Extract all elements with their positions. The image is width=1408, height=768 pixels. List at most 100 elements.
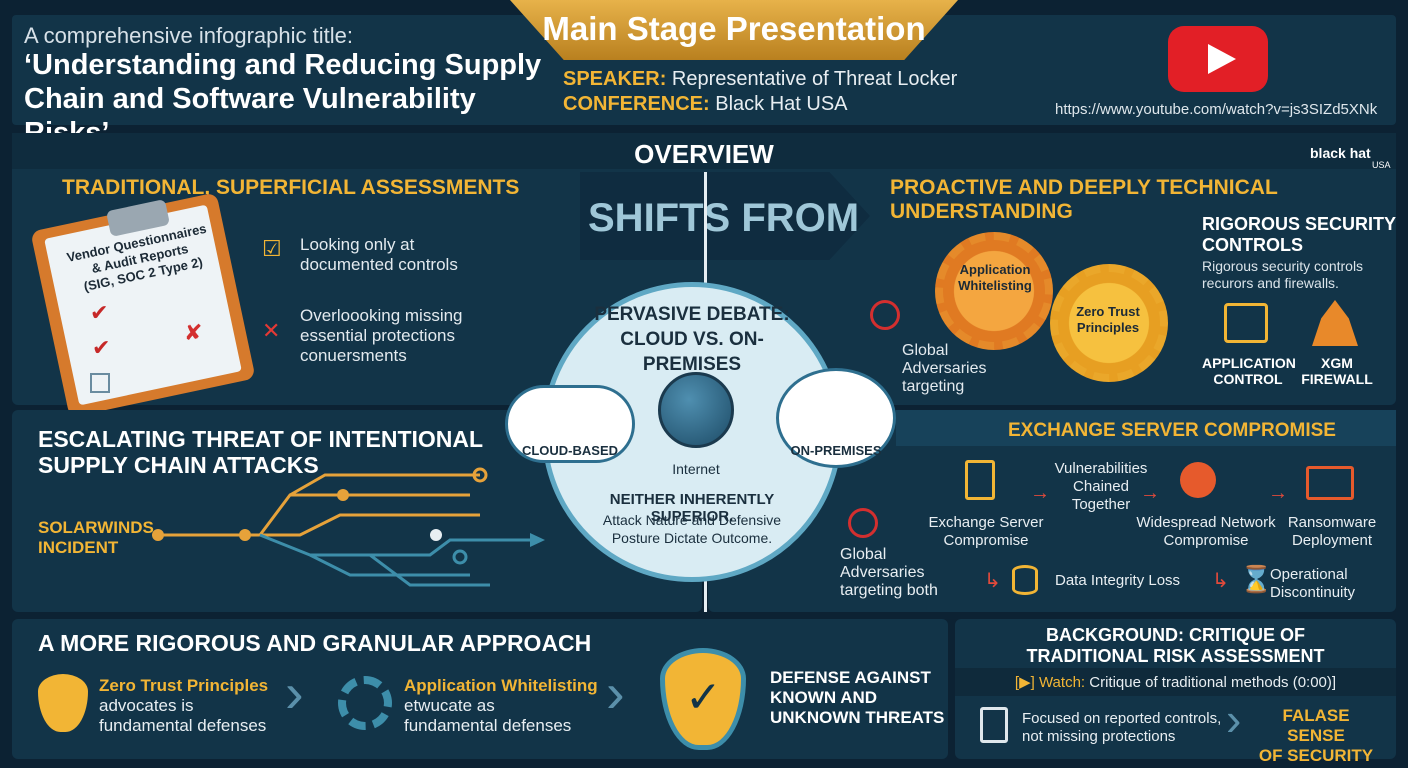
exchange-band xyxy=(896,410,1396,446)
main-title-line1: ‘Understanding and Reducing Supply xyxy=(24,49,542,81)
item2-line3: conuersments xyxy=(300,346,407,365)
controls-heading: RIGOROUS SECURITY CONTROLS xyxy=(1202,214,1396,256)
node1-line2: Compromise xyxy=(943,532,1029,549)
controls-h1: RIGOROUS SECURITY xyxy=(1202,214,1397,234)
node1-line1: Exchange Server xyxy=(928,514,1044,531)
node4-line2: Deployment xyxy=(1291,532,1373,549)
debate-line1: PERVASIVE DEBATE: xyxy=(594,304,790,325)
arrow-icon: ↳ xyxy=(984,570,1001,592)
adv-line3: targeting xyxy=(902,378,965,395)
xgm-firewall-label: XGM FIREWALL xyxy=(1300,355,1374,387)
stage-title: Main Stage Presentation xyxy=(542,10,926,47)
gear-icon xyxy=(935,232,1053,350)
threat-heading-line2: SUPPLY CHAIN ATTACKS xyxy=(38,452,319,478)
outcome-line1: Attack Nature and Defensive xyxy=(602,512,782,528)
controls-desc2: recurors and firewalls. xyxy=(1202,275,1339,291)
gear1-label: Application Whitelisting xyxy=(955,262,1035,294)
bg-heading-line1: BACKGROUND: CRITIQUE OF xyxy=(1046,625,1305,645)
speaker-row: SPEAKER: Representative of Threat Locker xyxy=(563,68,957,91)
item1-line1: Looking only at xyxy=(300,235,415,254)
video-url-link[interactable]: https://www.youtube.com/watch?v=js3SIZd5… xyxy=(1055,101,1378,118)
subtitle: A comprehensive infographic title: xyxy=(24,23,353,48)
item1-line2: documented controls xyxy=(300,255,458,274)
gear-lock-icon xyxy=(338,676,392,730)
on-premises-label: ON-PREMISES xyxy=(790,443,882,458)
arrow-icon: ↳ xyxy=(1212,570,1229,592)
adv2-line1: Global xyxy=(840,546,887,563)
adversaries-both-label: Global Adversaries targeting both xyxy=(840,546,938,600)
defense-line1: DEFENSE AGAINST xyxy=(770,668,931,687)
false-sense-text: FALASE SENSE OF SECURITY xyxy=(1258,706,1374,766)
watch-link[interactable]: [▶] Watch: Critique of traditional metho… xyxy=(955,673,1396,691)
proactive-heading: PROACTIVE AND DEEPLY TECHNICAL UNDERSTAN… xyxy=(890,176,1278,223)
supply-chain-network-diagram xyxy=(152,467,545,587)
whitelisting-line2: fundamental defenses xyxy=(404,716,572,735)
conference-row: CONFERENCE: Black Hat USA xyxy=(563,93,848,116)
adv2-line3: targeting both xyxy=(840,582,938,599)
exchange-node-4: Ransomware Deployment xyxy=(1284,514,1380,550)
appctl-line1: APPLICATION xyxy=(1202,355,1296,371)
checklist-icon xyxy=(980,707,1008,743)
gear1-line2: Whitelisting xyxy=(958,278,1032,293)
play-icon xyxy=(1208,44,1236,74)
node6-line1: Operational xyxy=(1270,566,1348,583)
zero-trust-line1: advocates is xyxy=(99,696,194,715)
solarwinds-label: SOLARWINDS INCIDENT xyxy=(38,518,154,558)
check-icon: ✔ xyxy=(92,335,111,360)
defense-line3: UNKNOWN THREATS xyxy=(770,708,945,727)
gear-icon xyxy=(1050,264,1168,382)
neither-superior-text: NEITHER INHERENTLY SUPERIOR. xyxy=(609,491,775,525)
supply-chain-heading: ESCALATING THREAT OF INTENTIONAL SUPPLY … xyxy=(38,426,483,478)
shift-arrow xyxy=(580,172,870,260)
false-line1: FALASE SENSE xyxy=(1282,706,1350,745)
target-icon xyxy=(870,300,900,330)
outcome-text: Attack Nature and Defensive Posture Dict… xyxy=(588,511,796,547)
exchange-node-6: Operational Discontinuity xyxy=(1270,566,1355,602)
network-node-icon xyxy=(1180,462,1216,498)
outcome-line2: Posture Dictate Outcome. xyxy=(611,530,773,546)
exchange-node-2: Vulnerabilities Chained Together xyxy=(1050,460,1152,514)
watch-value: Critique of traditional methods (0:00)] xyxy=(1089,674,1337,691)
focus-line2: not missing protections xyxy=(1022,728,1176,745)
debate-line2: CLOUD VS. ON-PREMISES xyxy=(620,329,764,375)
overview-band xyxy=(12,133,1396,169)
checkmark-icon: ✓ xyxy=(685,673,722,722)
defense-text: DEFENSE AGAINST KNOWN AND UNKNOWN THREAT… xyxy=(770,668,944,728)
gear2-label: Zero Trust Principles xyxy=(1068,304,1148,336)
defense-line2: KNOWN AND xyxy=(770,688,878,707)
controls-h2: CONTROLS xyxy=(1202,235,1303,255)
speaker-value: Representative of Threat Locker xyxy=(671,68,958,90)
conference-value: Black Hat USA xyxy=(715,93,848,115)
server-icon xyxy=(965,460,995,500)
x-icon: ✕ xyxy=(262,318,281,343)
node2-line1: Vulnerabilities xyxy=(1054,460,1148,477)
hourglass-icon: ⌛ xyxy=(1240,564,1273,594)
zero-trust-title: Zero Trust Principles xyxy=(99,676,269,695)
node6-line2: Discontinuity xyxy=(1270,584,1356,601)
false-line2: OF SECURITY xyxy=(1258,746,1374,765)
chevron-right-icon: › xyxy=(285,661,304,724)
blackhat-logo: black hat xyxy=(1310,145,1371,161)
cloud-icon xyxy=(505,385,635,463)
gear2-line1: Zero Trust xyxy=(1076,304,1140,319)
focus-line1: Focused on reported controls, xyxy=(1022,710,1222,727)
adv2-line2: Adversaries xyxy=(840,564,925,581)
xgm-line2: FIREWALL xyxy=(1301,371,1373,387)
node3-line2: Compromise xyxy=(1163,532,1249,549)
arrow-icon: → xyxy=(1030,482,1050,504)
blackhat-logo-sub: USA xyxy=(1372,160,1391,170)
solar-line1: SOLARWINDS xyxy=(38,518,154,537)
stage-tab xyxy=(510,0,958,60)
appctl-line2: CONTROL xyxy=(1213,371,1283,387)
speaker-label: SPEAKER: xyxy=(563,68,667,90)
app-control-label: APPLICATION CONTROL xyxy=(1202,355,1296,387)
app-whitelisting-item: Application Whitelisting etwucate as fun… xyxy=(404,676,598,736)
adv-line1: Global xyxy=(902,342,949,359)
chevron-right-icon: › xyxy=(1226,693,1242,745)
exchange-node-3: Widespread Network Compromise xyxy=(1134,514,1278,550)
threat-heading-line1: ESCALATING THREAT OF INTENTIONAL xyxy=(38,426,484,452)
documented-controls-text: Looking only at documented controls xyxy=(300,235,458,275)
node2-line3: Together xyxy=(1071,496,1131,513)
traditional-heading: TRADITIONAL, SUPERFICIAL ASSESSMENTS xyxy=(62,176,520,199)
node4-line1: Ransomware xyxy=(1287,514,1377,531)
